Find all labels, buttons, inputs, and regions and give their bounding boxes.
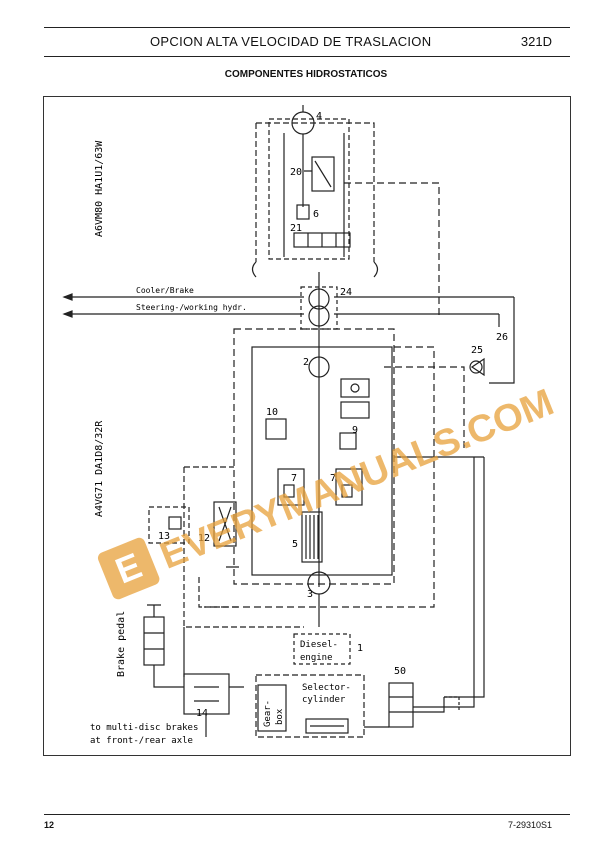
motor-housing-outline xyxy=(255,122,375,262)
num-14: 14 xyxy=(196,708,208,719)
num-25: 25 xyxy=(471,345,483,356)
section-subtitle: COMPONENTES HIDROSTATICOS xyxy=(224,69,388,80)
num-5: 5 xyxy=(292,539,298,550)
brake-pedal-label: Brake pedal xyxy=(116,611,127,677)
valve-6 xyxy=(296,204,310,220)
diesel-label-2: engine xyxy=(300,653,333,663)
pump-label-mid: A4VG71 DA1D8/32R xyxy=(94,420,105,517)
num-50: 50 xyxy=(394,666,406,677)
footer-rule xyxy=(44,814,570,815)
num-7b: 7 xyxy=(330,473,336,484)
diesel-label-1: Diesel- xyxy=(300,640,338,650)
page-header-title: OPCION ALTA VELOCIDAD DE TRASLACION xyxy=(150,34,432,49)
selector-label-2: cylinder xyxy=(302,695,346,705)
num-1: 1 xyxy=(357,643,363,654)
num-21: 21 xyxy=(290,223,302,234)
num-4: 4 xyxy=(316,111,322,122)
hydraulic-schematic: A6VM80 HA1U1/63W A4VG71 DA1D8/32R Brake … xyxy=(62,105,515,746)
footer-document-code: 7-29310S1 xyxy=(507,820,552,830)
pump-2 xyxy=(308,356,330,378)
cylinder-5 xyxy=(301,511,323,563)
valve-7-right xyxy=(335,468,363,506)
gearbox-label-2: box xyxy=(275,708,285,725)
steering-label: Steering-/working hydr. xyxy=(136,303,247,312)
header-bottom-rule xyxy=(44,56,570,57)
num-24: 24 xyxy=(340,287,352,298)
valve-9 xyxy=(339,432,357,450)
gearbox-box xyxy=(255,674,365,738)
footer-page-number: 12 xyxy=(44,820,55,830)
brake-pedal-valve xyxy=(143,616,165,666)
valve-13 xyxy=(148,506,190,544)
num-10: 10 xyxy=(266,407,278,418)
num-3: 3 xyxy=(307,589,313,600)
valve-10 xyxy=(265,418,287,440)
header-top-rule xyxy=(44,27,570,28)
cooler-brake-label: Cooler/Brake xyxy=(136,286,194,295)
num-7a: 7 xyxy=(291,473,297,484)
num-26: 26 xyxy=(496,332,508,343)
selector-label-1: Selector- xyxy=(302,683,351,693)
motor-inner-box xyxy=(268,118,350,260)
brakes-note-1: to multi-disc brakes xyxy=(90,723,198,733)
num-9: 9 xyxy=(352,425,358,436)
servo-20 xyxy=(311,156,335,192)
pump-label-top: A6VM80 HA1U1/63W xyxy=(94,140,105,237)
diesel-engine-box xyxy=(293,633,351,665)
brakes-note-2: at front-/rear axle xyxy=(90,736,193,746)
valve-50 xyxy=(388,682,414,728)
gearbox-label-1: Gear- xyxy=(263,700,273,727)
num-13: 13 xyxy=(158,531,170,542)
valve-12 xyxy=(213,501,237,547)
valve-7-left xyxy=(277,468,305,506)
main-pump-inner xyxy=(251,346,393,576)
selector-cylinder xyxy=(305,718,349,734)
check-valve-25 xyxy=(470,357,485,377)
num-20: 20 xyxy=(290,167,302,178)
num-2: 2 xyxy=(303,357,309,368)
diagram-frame: A6VM80 HA1U1/63W A4VG71 DA1D8/32R Brake … xyxy=(43,96,571,756)
num-6: 6 xyxy=(313,209,319,220)
component-numbers: 1 2 3 4 5 6 7 7 9 10 12 13 14 20 21 24 2… xyxy=(158,111,508,719)
num-12: 12 xyxy=(198,533,210,544)
page-header-model: 321D xyxy=(520,34,552,49)
